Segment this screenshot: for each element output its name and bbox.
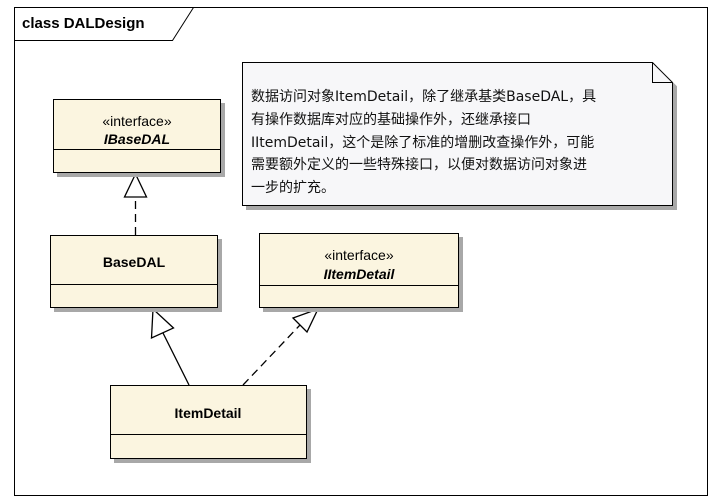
note-line-1: 数据访问对象ItemDetail，除了继承基类BaseDAL，具 — [251, 88, 596, 105]
hollow-triangle-arrow — [123, 172, 148, 198]
relation-itemdetail-extends-basedal — [150, 307, 190, 386]
class-iitemdetail-stereotype: «interface» — [324, 247, 393, 263]
relation-itemdetail-realizes-iitemdetail — [242, 307, 320, 386]
class-itemdetail[interactable]: ItemDetail — [110, 385, 307, 459]
hollow-triangle-arrow — [150, 307, 175, 340]
class-basedal[interactable]: BaseDAL — [50, 235, 218, 308]
note-line-2: 有操作数据库对应的基础操作外，还继承接口 — [251, 111, 531, 128]
note: 数据访问对象ItemDetail，除了继承基类BaseDAL，具 有操作数据库对… — [242, 62, 673, 206]
note-line-5: 一步的扩充。 — [251, 180, 335, 196]
class-ibasedal[interactable]: «interface» IBaseDAL — [53, 99, 221, 173]
class-itemdetail-name: ItemDetail — [175, 405, 242, 421]
note-line-3: IItemDetail，这个是除了标准的增删改查操作外，可能 — [251, 134, 594, 151]
class-basedal-name: BaseDAL — [103, 254, 166, 270]
class-ibasedal-name: IBaseDAL — [104, 131, 170, 147]
hollow-triangle-arrow — [291, 307, 320, 334]
class-ibasedal-stereotype: «interface» — [102, 113, 171, 129]
diagram-frame: class DALDesign — [14, 7, 708, 496]
note-line-4: 需要额外定义的一些特殊接口，以便对数据访问对象进 — [251, 156, 587, 173]
class-iitemdetail-name: IItemDetail — [324, 266, 396, 282]
relation-basedal-realizes-ibasedal — [123, 172, 148, 235]
frame-title: class DALDesign — [22, 15, 145, 32]
class-iitemdetail[interactable]: «interface» IItemDetail — [259, 233, 459, 308]
